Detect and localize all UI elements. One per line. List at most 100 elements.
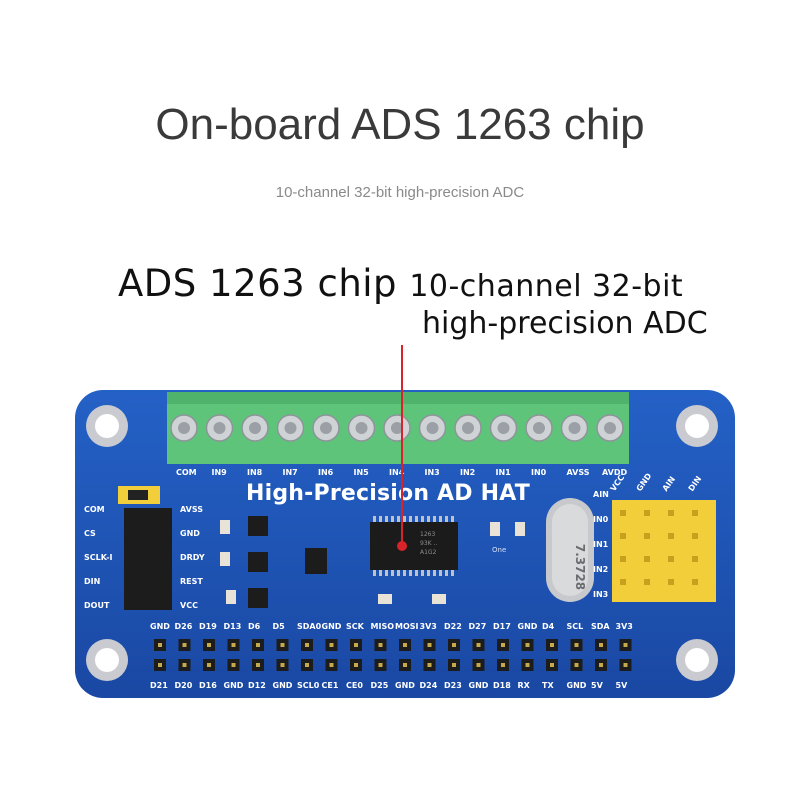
chip-marking: 93K ..: [420, 540, 438, 547]
gpio-bottom-label: D20: [174, 681, 193, 690]
gpio-bottom-label: 5V: [615, 681, 628, 690]
gpio-bottom-label: CE1: [321, 681, 339, 690]
terminal-screw: [596, 414, 624, 442]
left-label: COM: [84, 505, 105, 514]
mounting-holes: [86, 405, 718, 681]
terminal-screw: [454, 414, 482, 442]
gpio-top-label: 3V3: [615, 622, 633, 631]
gpio-bottom-label: GND: [272, 681, 293, 690]
terminal-label: COM: [176, 468, 197, 477]
terminal-screw: [205, 414, 234, 442]
left-label: DRDY: [180, 553, 205, 562]
callout-chip-name: ADS 1263 chip: [118, 262, 398, 305]
terminal-label: IN6: [318, 468, 334, 477]
gpio-top-label: D27: [468, 622, 487, 631]
terminal-screw: [383, 414, 411, 442]
gpio-bottom-label: D24: [419, 681, 438, 690]
gpio-top-label: GND: [150, 622, 170, 631]
gpio-bottom-label: RX: [517, 681, 530, 690]
gpio-top-label: D4: [542, 622, 555, 631]
page-title: On-board ADS 1263 chip: [155, 100, 645, 149]
gpio-bottom-label: D21: [150, 681, 168, 690]
right-label: IN3: [593, 590, 609, 599]
gpio-bottom-label: D12: [248, 681, 266, 690]
terminal-label: IN9: [211, 468, 227, 477]
page-subtitle: 10-channel 32-bit high-precision ADC: [275, 184, 525, 201]
left-label: CS: [84, 529, 96, 538]
terminal-label: IN5: [353, 468, 369, 477]
gpio-bottom-label: D23: [444, 681, 462, 690]
led-label: One: [492, 546, 507, 554]
left-label: AVSS: [180, 505, 204, 514]
gpio-top-label: SDA0: [297, 622, 322, 631]
terminal-label: IN1: [495, 468, 511, 477]
left-label: DIN: [84, 577, 101, 586]
gpio-top-label: GND: [517, 622, 538, 631]
gpio-bottom-label: CE0: [346, 681, 363, 690]
gpio-bottom-label: 5V: [591, 681, 603, 690]
gpio-top-label: D5: [272, 622, 285, 631]
adc-chip: [370, 522, 458, 570]
callout-pointer-dot: [397, 541, 407, 551]
gpio-bottom-label: D16: [199, 681, 217, 690]
gpio-bottom-label: D18: [493, 681, 511, 690]
gpio-bottom-label: GND: [395, 681, 415, 690]
terminal-label: IN0: [531, 468, 547, 477]
terminal-label: AVSS: [566, 468, 590, 477]
callout-line-2: high-precision ADC: [422, 306, 708, 341]
right-label: IN1: [593, 540, 609, 549]
gpio-top-label: SDA: [591, 622, 610, 631]
gpio-bottom-label: GND: [566, 681, 587, 690]
left-label: VCC: [180, 601, 198, 610]
gpio-top-label: SCK: [346, 622, 364, 631]
crystal-marking: 7.3728: [573, 543, 588, 591]
terminal-label: IN8: [247, 468, 263, 477]
gpio-top-label: MISO: [370, 622, 395, 631]
gpio-bottom-label: GND: [468, 681, 489, 690]
chip-marking: 1263: [420, 531, 436, 538]
terminal-screw: [525, 414, 553, 442]
gpio-top-label: SCL: [566, 622, 584, 631]
terminal-screw: [170, 414, 198, 442]
terminal-label: IN4: [389, 468, 405, 477]
terminal-screw: [241, 414, 269, 442]
right-label: IN0: [593, 515, 609, 524]
callout-line-1: ADS 1263 chip 10-channel 32-bit: [118, 262, 683, 305]
gpio-top-label: D13: [223, 622, 242, 631]
right-pin-header: [612, 500, 716, 602]
terminal-label: AVDD: [602, 468, 628, 477]
board-title: High-Precision AD HAT: [246, 481, 530, 506]
terminal-screw: [347, 414, 376, 442]
gpio-top-label: MOSI: [395, 622, 419, 631]
gpio-top-label: D6: [248, 622, 261, 631]
terminal-label: IN3: [424, 468, 440, 477]
left-label: DOUT: [84, 601, 110, 610]
terminal-screw: [418, 414, 447, 442]
gpio-bottom-label: D25: [370, 681, 389, 690]
gpio-bottom-label: TX: [542, 681, 554, 690]
gpio-top-label: D26: [174, 622, 193, 631]
gpio-top-label: D22: [444, 622, 462, 631]
gpio-header: [154, 639, 632, 671]
terminal-screw: [312, 414, 340, 442]
terminal-label: IN2: [460, 468, 476, 477]
right-label: AIN: [593, 490, 609, 499]
gpio-bottom-label: SCL0: [297, 681, 320, 690]
left-pin-header: [124, 508, 172, 610]
callout-pointer-line: [401, 345, 403, 545]
gpio-top-label: 3V3: [419, 622, 437, 631]
left-label: SCLK-I: [84, 553, 113, 562]
gpio-top-label: D17: [493, 622, 511, 631]
chip-marking: A1G2: [420, 549, 437, 556]
left-label: REST: [180, 577, 203, 586]
gpio-top-label: GND: [321, 622, 342, 631]
gpio-bottom-label: GND: [223, 681, 244, 690]
gpio-top-label: D19: [199, 622, 217, 631]
left-label: GND: [180, 529, 200, 538]
terminal-label: IN7: [282, 468, 298, 477]
right-label: IN2: [593, 565, 609, 574]
terminal-screw: [276, 414, 305, 442]
terminal-screw: [560, 414, 589, 442]
callout-spec: 10-channel 32-bit: [409, 269, 684, 304]
